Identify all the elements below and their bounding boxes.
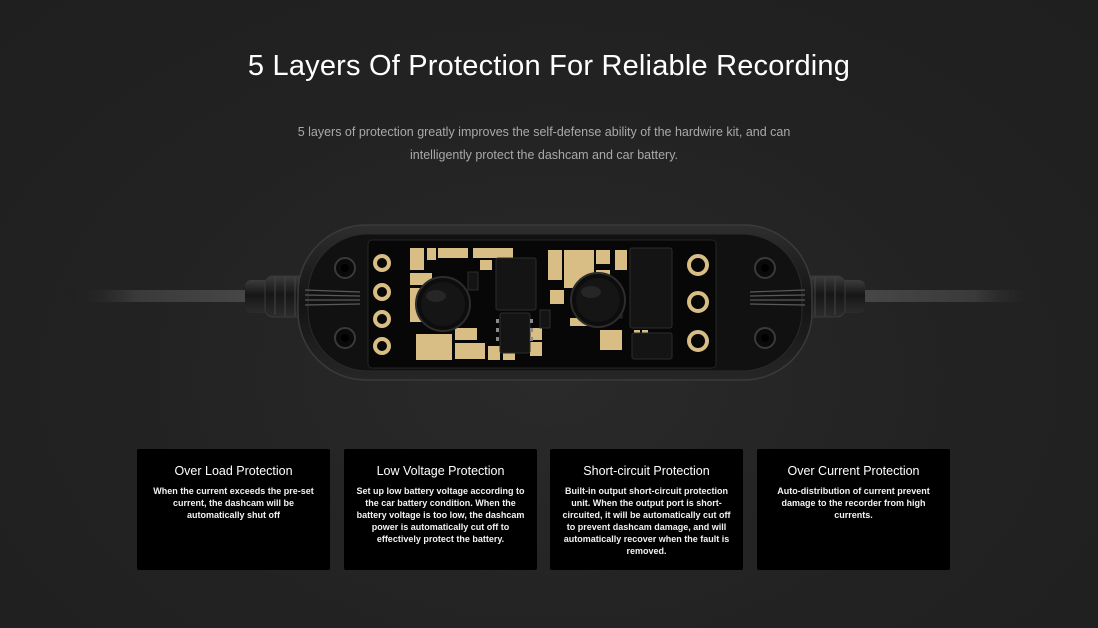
feature-cards: Over Load Protection When the current ex… [137,449,950,570]
feature-card-title: Low Voltage Protection [376,464,505,478]
right-plug [804,275,865,318]
feature-card-short-circuit: Short-circuit Protection Built-in output… [550,449,743,570]
feature-card-over-current: Over Current Protection Auto-distributio… [757,449,950,570]
feature-card-description: Set up low battery voltage according to … [356,486,525,544]
left-cable [60,290,275,302]
feature-card-title: Over Load Protection [174,464,293,478]
inductor-left [415,276,471,332]
feature-card-title: Over Current Protection [787,464,920,478]
right-cable [835,290,1050,302]
feature-card-description: When the current exceeds the pre-set cur… [153,486,314,520]
hardwire-kit-circuit-board-image [60,224,1050,381]
left-plug [245,275,306,318]
feature-card-description: Auto-distribution of current prevent dam… [777,486,930,520]
feature-card-over-load: Over Load Protection When the current ex… [137,449,330,570]
inductor-right [570,272,626,328]
page-title: 5 Layers Of Protection For Reliable Reco… [247,50,851,82]
feature-card-low-voltage: Low Voltage Protection Set up low batter… [344,449,537,570]
page-subtitle: 5 layers of protection greatly improves … [297,125,791,162]
feature-card-title: Short-circuit Protection [583,464,710,478]
feature-card-description: Built-in output short-circuit protection… [562,486,731,556]
